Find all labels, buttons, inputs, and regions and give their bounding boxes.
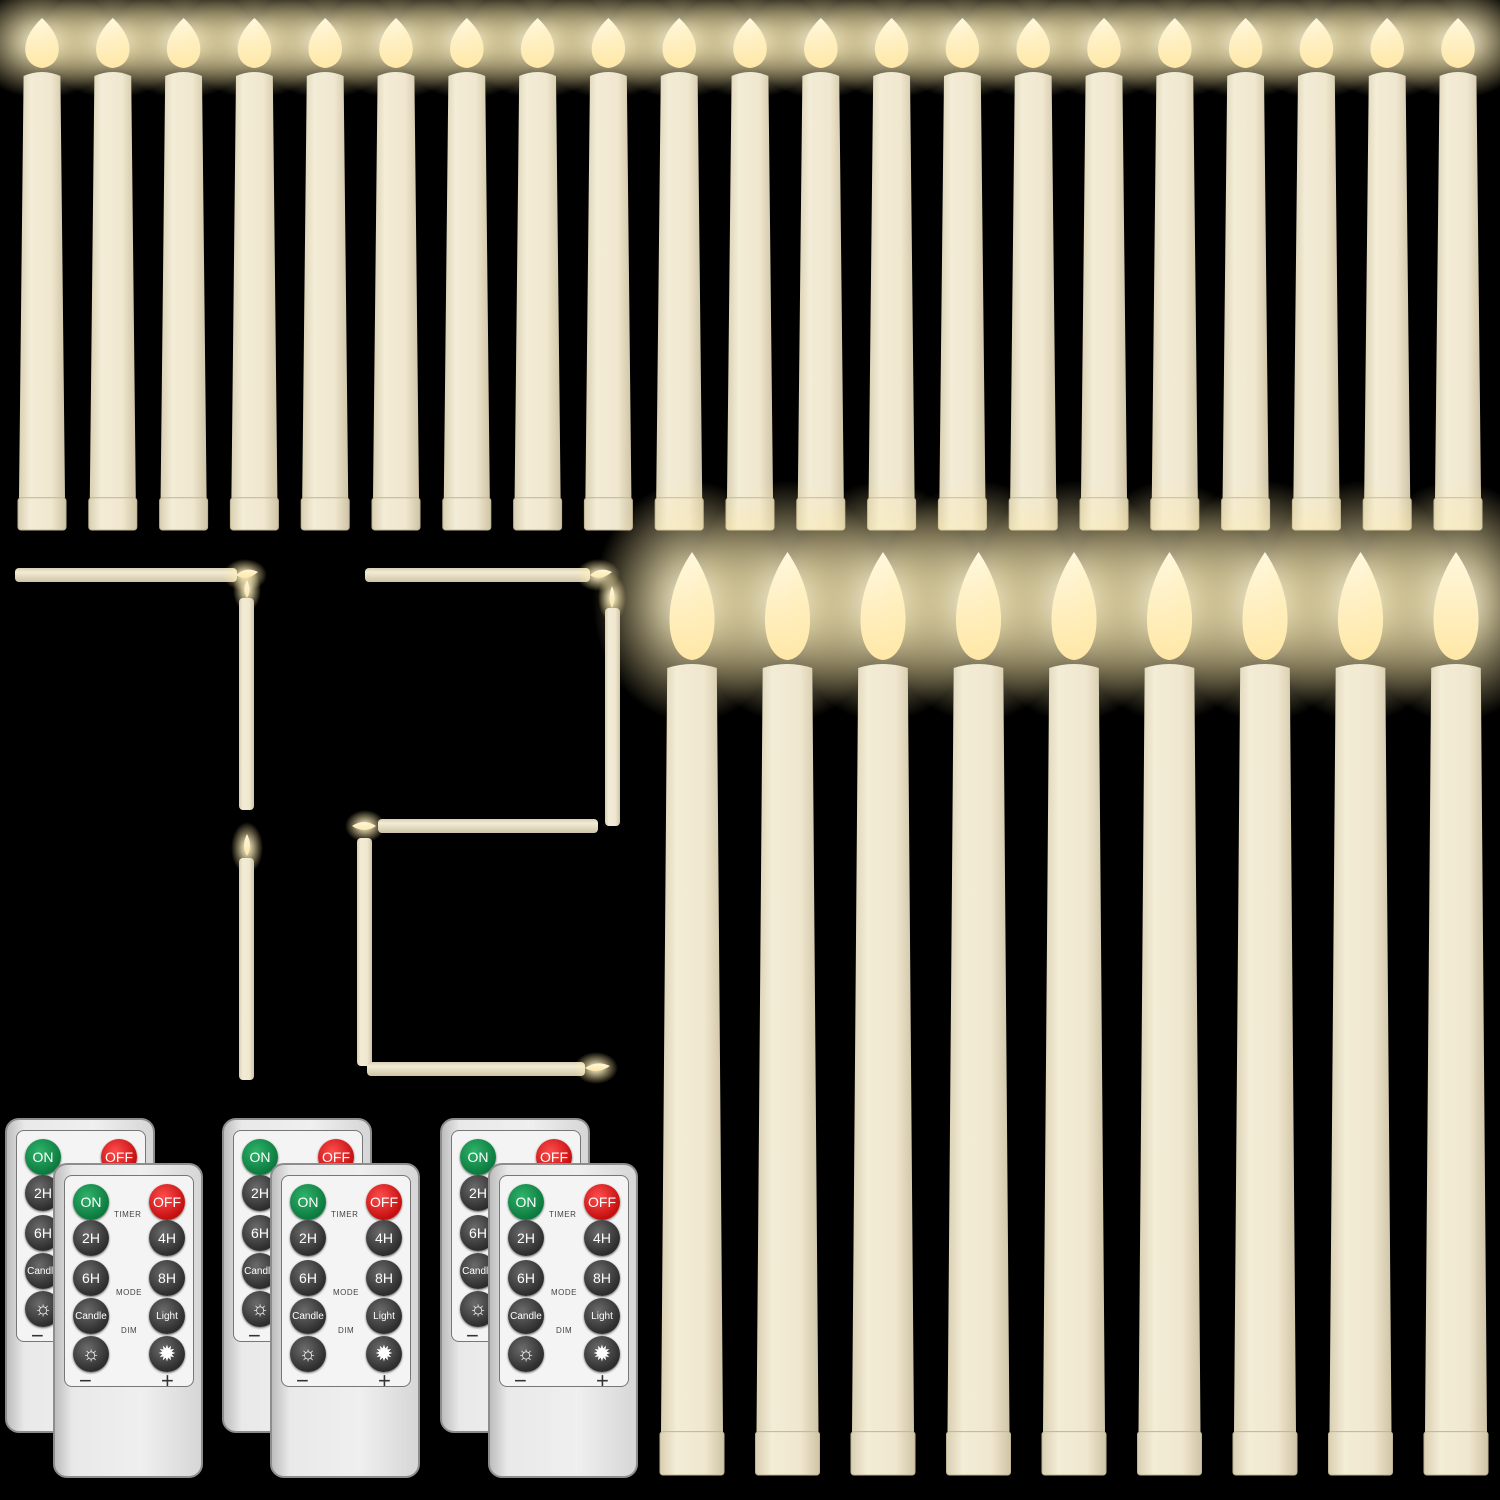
small-candle [1384,0,1500,531]
candle-mode-button[interactable]: Candle [508,1298,544,1334]
light-mode-button[interactable]: Light [149,1298,185,1334]
on-button[interactable]: ON [290,1184,326,1220]
on-button[interactable]: ON [508,1184,544,1220]
sun-dim-icon: ☼ [516,1342,536,1365]
remote-button-panel: ON OFF TIMER 2H 4H 6H 8H MODE Candle Lig… [64,1175,194,1393]
timer-2h-button[interactable]: 2H [73,1220,109,1256]
timer-label: TIMER [331,1210,359,1219]
dim-label: DIM [338,1326,355,1335]
digit-two-left-stem [357,838,372,1066]
dim-up-button[interactable]: ✹ [366,1336,402,1372]
dim-down-button[interactable]: ☼ [73,1336,109,1372]
off-button[interactable]: OFF [366,1184,402,1220]
timer-label: TIMER [549,1210,577,1219]
small-candle-row [0,0,1500,531]
minus-symbol: − [296,1368,309,1393]
remote-control: ON OFF TIMER 2H 4H 6H 8H MODE Candle Lig… [488,1163,638,1478]
plus-symbol: + [378,1368,391,1393]
candle-mode-button[interactable]: Candle [290,1298,326,1334]
timer-6h-button[interactable]: 6H [508,1260,544,1296]
minus-symbol: − [79,1368,92,1393]
mode-label: MODE [551,1288,577,1297]
sun-dim-icon: ☼ [33,1297,53,1320]
large-candle [1356,480,1500,1476]
timer-8h-button[interactable]: 8H [366,1260,402,1296]
digit-two-middle-bar [345,810,598,842]
off-button[interactable]: OFF [149,1184,185,1220]
on-button[interactable]: ON [242,1139,278,1175]
large-candle-row [592,480,1500,1476]
minus-symbol: − [514,1368,527,1393]
sun-bright-icon: ✹ [592,1341,612,1366]
dim-up-button[interactable]: ✹ [149,1336,185,1372]
minus-symbol: − [31,1323,44,1348]
dim-down-button[interactable]: ☼ [508,1336,544,1372]
plus-symbol: + [596,1368,609,1393]
remote-control: ON OFF TIMER 2H 4H 6H 8H MODE Candle Lig… [270,1163,420,1478]
timer-2h-button[interactable]: 2H [508,1220,544,1256]
timer-4h-button[interactable]: 4H [149,1220,185,1256]
timer-4h-button[interactable]: 4H [366,1220,402,1256]
timer-label: TIMER [114,1210,142,1219]
off-button[interactable]: OFF [584,1184,620,1220]
remote-button-panel: ON OFF TIMER 2H 4H 6H 8H MODE Candle Lig… [281,1175,411,1393]
light-mode-button[interactable]: Light [366,1298,402,1334]
digit-two-top-bar [365,559,620,591]
number-12-candle-arrangement [15,559,626,1084]
sun-dim-icon: ☼ [81,1342,101,1365]
timer-8h-button[interactable]: 8H [584,1260,620,1296]
sun-dim-icon: ☼ [298,1342,318,1365]
remote-button-panel: ON OFF TIMER 2H 4H 6H 8H MODE Candle Lig… [499,1175,629,1393]
plus-symbol: + [161,1368,174,1393]
digit-two-bottom-bar [367,1052,618,1084]
remote-control: ON OFF TIMER 2H 4H 6H 8H MODE Candle Lig… [53,1163,203,1478]
light-mode-button[interactable]: Light [584,1298,620,1334]
on-button[interactable]: ON [73,1184,109,1220]
dim-label: DIM [121,1326,138,1335]
digit-one-stem-lower [231,822,263,1080]
sun-bright-icon: ✹ [374,1341,394,1366]
sun-dim-icon: ☼ [250,1297,270,1320]
digit-one-top-bar [15,559,267,591]
dim-down-button[interactable]: ☼ [290,1336,326,1372]
timer-2h-button[interactable]: 2H [290,1220,326,1256]
mode-label: MODE [116,1288,142,1297]
minus-symbol: − [248,1323,261,1348]
mode-label: MODE [333,1288,359,1297]
sun-bright-icon: ✹ [157,1341,177,1366]
timer-6h-button[interactable]: 6H [73,1260,109,1296]
dim-label: DIM [556,1326,573,1335]
digit-one-stem-upper [233,568,261,810]
minus-symbol: − [466,1323,479,1348]
digit-two-right-stem [598,574,626,826]
timer-4h-button[interactable]: 4H [584,1220,620,1256]
timer-6h-button[interactable]: 6H [290,1260,326,1296]
dim-up-button[interactable]: ✹ [584,1336,620,1372]
sun-dim-icon: ☼ [468,1297,488,1320]
candle-mode-button[interactable]: Candle [73,1298,109,1334]
timer-8h-button[interactable]: 8H [149,1260,185,1296]
